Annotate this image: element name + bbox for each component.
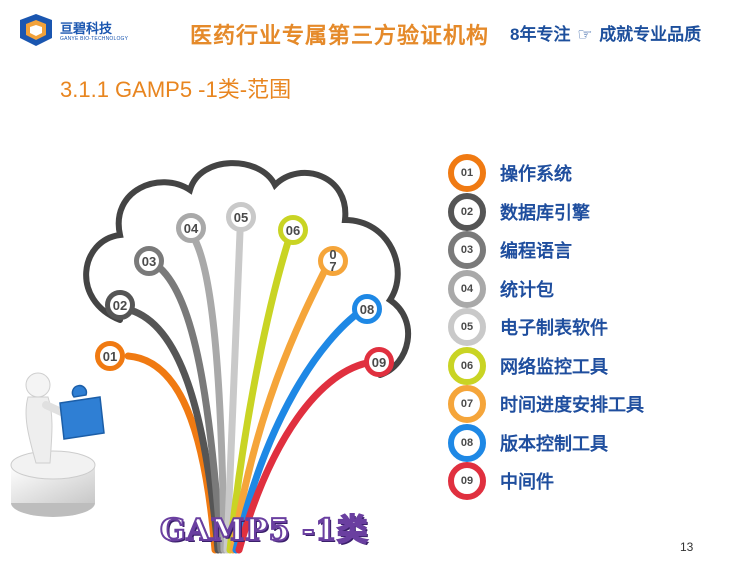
diagram-circle-08: 08 (352, 294, 382, 324)
tagline: 8年专注 ☞ 成就专业品质 (510, 20, 701, 45)
legend-number-06: 06 (448, 346, 486, 385)
legend-item: 04 统计包 (448, 269, 748, 309)
company-logo: 亘碧科技 GANYE BIO-TECHNOLOGY (16, 12, 136, 48)
legend-label: 时间进度安排工具 (500, 395, 644, 416)
diagram-circle-07: 0 7 (318, 246, 348, 276)
legend-item: 06 网络监控工具 (448, 346, 748, 386)
diagram-circle-02: 02 (105, 290, 135, 320)
legend-number-01: 01 (448, 154, 486, 193)
legend-label: 版本控制工具 (500, 433, 608, 454)
legend-number-07: 07 (448, 385, 486, 424)
legend-label: 数据库引擎 (500, 202, 590, 223)
branch-04 (191, 236, 228, 554)
diagram-circle-01: 01 (95, 341, 125, 371)
logo-subtext: GANYE BIO-TECHNOLOGY (60, 36, 129, 42)
branch-05 (223, 228, 244, 554)
tagline-right: 成就专业品质 (599, 25, 702, 44)
legend-item: 08 版本控制工具 (448, 423, 748, 463)
legend-item: 01 操作系统 (448, 154, 748, 193)
legend-item: 07 时间进度安排工具 (448, 385, 748, 424)
legend-label: 编程语言 (500, 241, 572, 262)
legend-number-04: 04 (448, 269, 486, 308)
diagram-circle-09: 09 (364, 347, 394, 377)
branch-02 (126, 306, 222, 554)
figure-with-puzzle (10, 372, 105, 517)
slogan: 医药行业专属第三方验证机构 (190, 23, 490, 49)
legend-label: 网络监控工具 (500, 356, 608, 377)
legend-label: 中间件 (500, 472, 554, 493)
branch-08 (232, 306, 366, 554)
legend-item: 03 编程语言 (448, 231, 748, 270)
branch-06 (226, 238, 292, 554)
legend-item: 02 数据库引擎 (448, 192, 748, 232)
legend-number-02: 02 (448, 192, 486, 231)
legend-number-03: 03 (448, 231, 486, 270)
gamp5-category-label: GAMP5 -1类 (159, 512, 369, 549)
pointing-hand-icon: ☞ (577, 25, 593, 44)
diagram-circle-05: 05 (226, 202, 256, 232)
page-title: 3.1.1 GAMP5 -1类-范围 (60, 77, 292, 102)
legend-number-08: 08 (448, 423, 486, 462)
legend-number-05: 05 (448, 308, 486, 347)
diagram-circle-06: 06 (278, 215, 308, 245)
legend-label: 电子制表软件 (500, 318, 608, 339)
branch-07 (229, 266, 329, 554)
logo-mark-icon (20, 14, 52, 46)
branch-09 (235, 358, 376, 554)
tree-diagram (10, 160, 411, 554)
legend-label: 操作系统 (500, 164, 572, 185)
cloud-outline (83, 160, 411, 378)
branch-03 (156, 264, 225, 554)
diagram-circle-04: 04 (176, 213, 206, 243)
legend-list: 01 操作系统 02 数据库引擎 03 编程语言 04 统计包 05 电子制表软… (448, 154, 748, 501)
page-number: 13 (680, 540, 694, 554)
legend-item: 05 电子制表软件 (448, 308, 748, 347)
diagram-circle-03: 03 (134, 246, 164, 276)
tagline-left: 8年专注 (510, 25, 571, 44)
legend-label: 统计包 (500, 279, 554, 300)
puzzle-piece-icon (59, 384, 105, 440)
legend-item: 09 中间件 (448, 462, 748, 501)
logo-text: 亘碧科技 (60, 21, 113, 36)
header: 亘碧科技 GANYE BIO-TECHNOLOGY 医药行业专属第三方验证机构 … (0, 0, 750, 62)
legend-number-09: 09 (448, 462, 486, 501)
